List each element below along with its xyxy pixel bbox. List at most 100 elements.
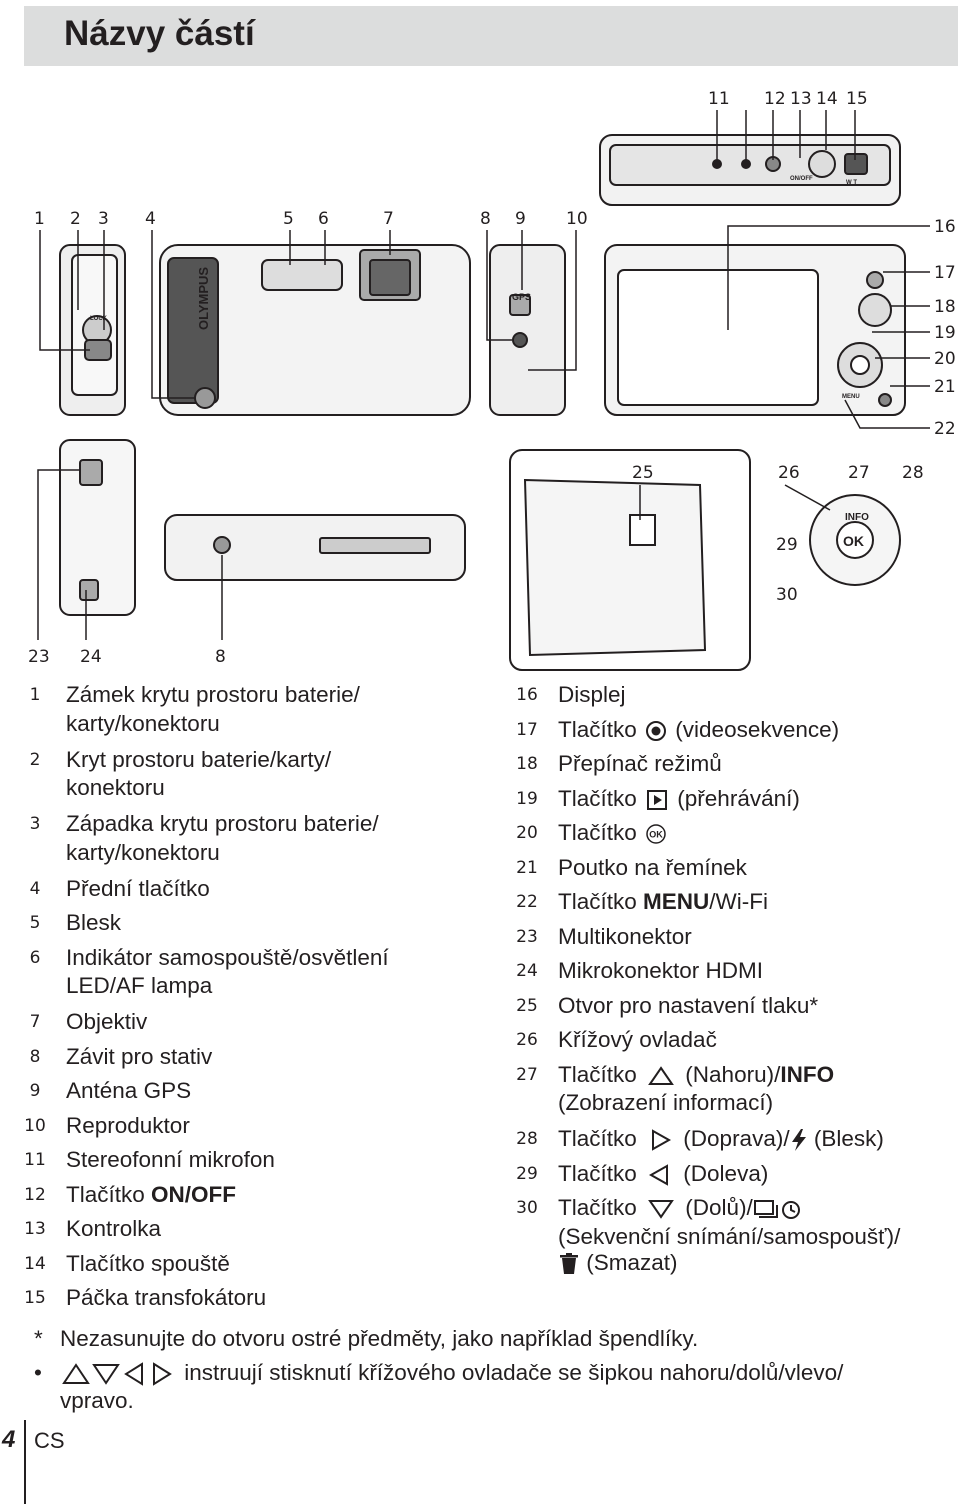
callout-numbers: 11 12 13 14 15 1 2 3 4 5 6 7 8 9 10 16 1… [28,89,956,667]
callout-4: 4 [145,209,156,229]
callout-6: 6 [318,209,329,229]
arrow-down-icon [648,1200,674,1219]
callout-8b: 8 [215,647,226,667]
four-arrows-icon [62,1362,172,1386]
sequential-selftimer-icon [753,1200,800,1220]
camera-side-connectors [59,439,136,616]
zoom-label: W T [846,180,857,186]
callout-8: 8 [480,209,491,229]
callout-13: 13 [790,89,812,109]
callout-18: 18 [934,297,956,317]
callout-16: 16 [934,217,956,237]
callout-11: 11 [708,89,730,109]
playback-icon [647,789,668,810]
lock-label: LOCK [90,316,108,322]
callout-22: 22 [934,419,956,439]
brand-label: OLYMPUS [196,267,211,330]
page-language: CS [34,1428,65,1453]
callout-2: 2 [70,209,81,229]
record-icon [646,720,667,741]
callout-19: 19 [934,323,956,343]
note-arrows: • instruují stisknutí křížového ovladače… [34,1360,844,1414]
camera-diagram: 11 12 13 14 15 1 2 3 4 5 6 7 8 9 10 16 1… [28,89,956,671]
arrow-pad-closeup [809,494,901,586]
callout-26: 26 [778,463,800,483]
callout-12: 12 [764,89,786,109]
page-divider [24,1420,26,1504]
callout-1: 1 [34,209,45,229]
callout-3: 3 [98,209,109,229]
callout-27: 27 [848,463,870,483]
callout-28: 28 [902,463,924,483]
info-label: INFO [845,512,869,523]
callout-25: 25 [632,463,654,483]
ok-icon: OK [646,824,666,844]
camera-back-view [604,244,906,416]
callout-7: 7 [383,209,394,229]
callout-17: 17 [934,263,956,283]
title-bar [24,6,958,66]
ok-label: OK [843,533,864,549]
camera-display-inner [509,449,751,671]
callout-30: 30 [776,585,798,605]
callout-9: 9 [515,209,526,229]
camera-side-view-right [489,244,566,416]
arrow-left-icon [649,1163,669,1186]
camera-front-view [159,244,471,416]
callout-10: 10 [566,209,588,229]
page-number: 4 [2,1426,16,1453]
camera-bottom-view [164,514,466,581]
flash-icon [791,1129,806,1152]
camera-top-view [599,134,901,206]
callout-20: 20 [934,349,956,369]
arrow-up-icon [648,1065,674,1085]
gps-label: GPS [512,292,531,302]
note-pressure-hole: *Nezasunujte do otvoru ostré předměty, j… [34,1326,699,1351]
callout-23: 23 [28,647,50,667]
callout-24: 24 [80,647,102,667]
onoff-label: ON/OFF [790,176,813,182]
callout-21: 21 [934,377,956,397]
camera-side-view-left [59,244,126,416]
trash-icon [560,1252,578,1274]
callout-29: 29 [776,535,798,555]
page-title: Názvy částí [64,14,255,53]
callout-5: 5 [283,209,294,229]
callout-15: 15 [846,89,868,109]
menu-label: MENU [842,394,860,400]
svg-text:OK: OK [649,830,663,840]
callout-14: 14 [816,89,838,109]
